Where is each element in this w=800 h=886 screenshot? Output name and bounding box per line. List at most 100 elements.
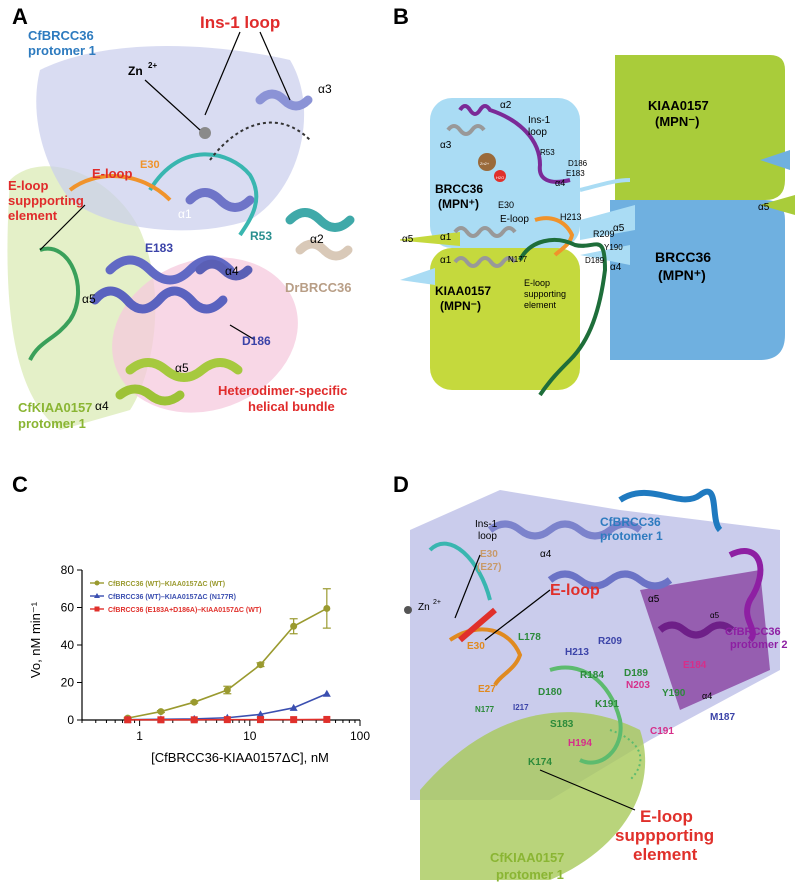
data-point-circle xyxy=(256,661,264,669)
zn-pointer xyxy=(144,79,201,131)
d-support-2: suppporting xyxy=(615,826,714,845)
data-point-circle xyxy=(190,698,198,706)
water-molecule xyxy=(494,170,506,182)
d-e184: E184 xyxy=(683,660,707,671)
d-loop: loop xyxy=(478,531,497,542)
blue-right-bar-top xyxy=(760,150,790,170)
b-ins1-label: Ins-1 xyxy=(528,115,551,126)
d-a5-purple-helix xyxy=(657,621,735,639)
alpha5-helix-green xyxy=(125,358,243,382)
y-tick-label: 80 xyxy=(61,563,75,577)
brcc36-p2-bg xyxy=(640,570,770,710)
d-support-1: E-loop xyxy=(640,807,693,826)
d-r209: R209 xyxy=(598,636,622,647)
e-loop-orange xyxy=(534,216,575,257)
d-support-3: element xyxy=(633,845,698,864)
a4-bottom-label: α4 xyxy=(95,399,109,413)
data-point-circle xyxy=(290,622,298,630)
b-d189-label: D189 xyxy=(585,256,605,265)
b-a4-top-label: α4 xyxy=(555,178,565,188)
chart-legend: CfBRCC36 (WT)–KIAA0157ΔC (WT)CfBRCC36 (W… xyxy=(90,580,261,614)
ins-loop-label: Ins-1 loop xyxy=(200,13,280,32)
a5-bottom-label: α5 xyxy=(175,361,189,375)
d-h194: H194 xyxy=(568,738,592,749)
d-ins1-cyan xyxy=(428,541,492,601)
ins1-loop-cyan xyxy=(148,152,259,237)
dotted-loop xyxy=(209,121,311,161)
d-a4-right: α4 xyxy=(702,691,712,701)
d-red-arrow xyxy=(458,607,497,643)
b-n177-label: N177 xyxy=(508,255,528,264)
d-l178: L178 xyxy=(518,632,541,643)
d-cfkiaa-2: protomer 1 xyxy=(496,867,564,882)
e-loop-orange xyxy=(68,174,172,202)
b-brcc36-right: BRCC36 xyxy=(655,249,711,265)
b-mpn-minus-right: (MPN⁻) xyxy=(655,114,699,129)
a2-label: α2 xyxy=(310,232,324,246)
chart-xlabel: [CfBRCC36-KIAA0157ΔC], nM xyxy=(151,750,329,765)
cfbrcc36-label: CfBRCC36 xyxy=(28,28,94,43)
e-loop-support-label-1: E-loop xyxy=(8,178,48,193)
d-support-green xyxy=(549,665,623,765)
hetero-label-2: helical bundle xyxy=(248,399,335,414)
data-point-square xyxy=(323,715,331,723)
y-tick-label: 0 xyxy=(67,713,74,727)
d-a4-helix xyxy=(487,520,643,540)
series-line-0 xyxy=(127,607,328,719)
hetero-label-1: Heterodimer-specific xyxy=(218,383,347,398)
data-point-square xyxy=(223,716,231,724)
d-m187: M187 xyxy=(710,712,735,723)
d-zn: Zn xyxy=(418,602,430,613)
b-a2-label: α2 xyxy=(500,100,512,111)
kiaa-p1-bg xyxy=(420,712,646,880)
b-y190-label: Y190 xyxy=(604,243,623,252)
b-zn-label: Zn2+ xyxy=(480,161,490,166)
b-brcc36-left: BRCC36 xyxy=(435,182,483,196)
d-a5: α5 xyxy=(648,594,660,605)
e-loop-support-dark-green xyxy=(518,238,608,397)
brcc36-p1-bg xyxy=(410,490,780,800)
data-point-triangle xyxy=(289,703,298,711)
d-ins1-pointer xyxy=(454,554,481,619)
e-loop-label: E-loop xyxy=(92,166,132,181)
x-tick-label: 100 xyxy=(350,729,370,743)
legend-marker xyxy=(94,580,100,586)
d-a4: α4 xyxy=(540,549,552,560)
b-a4-mid: α4 xyxy=(610,262,622,273)
kiaa-left-block xyxy=(430,248,580,390)
b-r209-label: R209 xyxy=(593,229,615,239)
a3-label: α3 xyxy=(318,82,332,96)
d186-label: D186 xyxy=(242,334,271,348)
b-e183-label: E183 xyxy=(566,169,585,178)
data-point-square xyxy=(124,716,132,724)
a1-label: α1 xyxy=(178,207,192,221)
top-blue-ribbon xyxy=(618,488,723,533)
brcc36-ribbon-bg xyxy=(36,46,305,231)
data-point-circle xyxy=(223,686,231,694)
x-tick-label: 10 xyxy=(243,729,257,743)
alpha4-helix-green xyxy=(115,384,185,406)
panel-letter-d: D xyxy=(393,472,409,497)
d-k191: K191 xyxy=(595,699,619,710)
d-e27: E27 xyxy=(478,684,496,695)
data-point-triangle xyxy=(322,689,331,697)
brcc36-right-block xyxy=(610,200,785,360)
e-loop-support-green xyxy=(28,246,80,361)
zn-ion xyxy=(478,153,496,171)
zinc-sphere xyxy=(199,127,211,139)
d-i217: I217 xyxy=(513,703,529,712)
d-k174: K174 xyxy=(528,757,552,768)
ins1-loop-purple xyxy=(458,104,571,184)
drbrcc36-helix xyxy=(295,239,353,261)
panel-d-structure: CfBRCC36 protomer 1 Ins-1 loop α4 E30 (E… xyxy=(404,488,787,882)
b-eloop-support-2: supporting xyxy=(524,289,566,299)
legend-label: CfBRCC36 (E183A+D186A)–KIAA0157ΔC (WT) xyxy=(108,607,261,614)
ins-loop-pointer-1 xyxy=(204,31,241,116)
e-loop-support-pointer xyxy=(39,204,86,251)
legend-marker xyxy=(94,606,100,612)
legend-label: CfBRCC36 (WT)–KIAA0157ΔC (WT) xyxy=(108,581,225,588)
a1-bottom-coil xyxy=(453,256,517,268)
y-tick-label: 60 xyxy=(61,601,75,615)
data-point-circle xyxy=(323,604,331,612)
a5-right-bar xyxy=(760,195,795,215)
